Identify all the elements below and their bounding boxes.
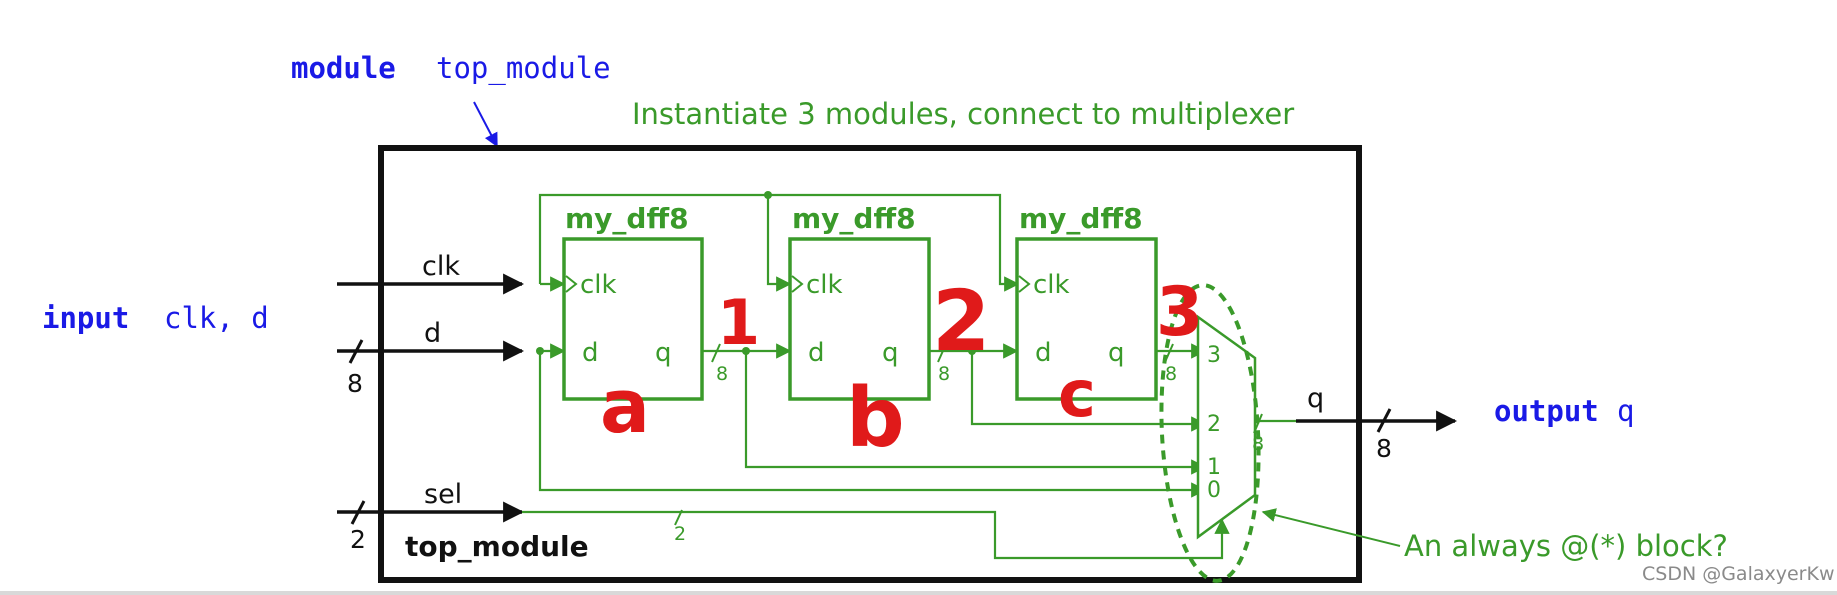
d-junction [536, 347, 544, 355]
bottom-rule [0, 591, 1837, 595]
sel-bus-width: 2 [350, 525, 366, 554]
sel-internal-width: 2 [674, 523, 686, 545]
dff-a-title: my_dff8 [565, 202, 689, 235]
dff-a-bus-width: 8 [716, 363, 728, 385]
handwritten-c: c [1058, 358, 1096, 432]
input-keyword: input [42, 301, 129, 335]
clk-bus-wire [538, 193, 1020, 292]
module-name: top_module [436, 51, 611, 86]
always-note-arrow [1261, 508, 1401, 547]
clk-to-dff-b [766, 195, 792, 292]
input-names: clk, d [164, 301, 269, 335]
dff-b: my_dff8 clk d q 8 [788, 202, 950, 401]
dff-a-q-port: q [655, 338, 672, 368]
dff-b-d-port: d [808, 338, 825, 368]
clk-wire-label: clk [422, 251, 460, 282]
sel-to-mux-wire [522, 510, 1230, 560]
instantiate-note: Instantiate 3 modules, connect to multip… [632, 97, 1294, 131]
qb-junction [968, 347, 976, 355]
dff-a-bus-slash [711, 343, 721, 363]
output-bus-slash [1376, 408, 1392, 433]
sel-bus-slash [350, 500, 366, 525]
dff-c-clk-port: clk [1033, 270, 1070, 300]
handwritten-a: a [600, 364, 650, 450]
handwritten-2: 2 [932, 272, 990, 370]
mux-input-1: 1 [1207, 455, 1221, 480]
mux-input-3: 3 [1207, 343, 1221, 368]
dff-a-clk-port: clk [580, 270, 617, 300]
d-bus-slash [348, 339, 364, 364]
always-note: An always @(*) block? [1404, 529, 1728, 563]
dff-c: my_dff8 clk d q 8 [1015, 202, 1177, 401]
d-bus-width: 8 [347, 369, 363, 398]
handwritten-annotations: 1 2 3 a b c [600, 272, 1203, 466]
dff-b-clk-port: clk [806, 270, 843, 300]
multiplexer: 3 2 1 0 8 [1196, 314, 1296, 540]
dff-c-box [1015, 237, 1158, 401]
dff-c-clock-triangle [1018, 275, 1031, 293]
dff-a-d-port: d [582, 338, 599, 368]
dff-c-q-port: q [1108, 338, 1125, 368]
dff-b-box [788, 237, 931, 401]
dff-b-bus-width: 8 [938, 363, 950, 385]
sel-internal-slash [674, 509, 683, 526]
watermark: CSDN @GalaxyerKw [1642, 563, 1835, 585]
mux-input-0: 0 [1207, 478, 1221, 503]
module-pointer-arrow [473, 101, 498, 148]
qb-to-mux-2 [970, 351, 1207, 432]
output-bus-width: 8 [1376, 434, 1392, 463]
dff-c-title: my_dff8 [1019, 202, 1143, 235]
qa-junction [742, 347, 750, 355]
top-module-box-label: top_module [405, 530, 589, 563]
handwritten-3: 3 [1156, 273, 1203, 352]
qa-to-mux-1 [744, 351, 1207, 475]
d-wire-label: d [424, 318, 441, 349]
handwritten-1: 1 [717, 286, 760, 359]
clk-junction [764, 191, 772, 199]
handwritten-b: b [846, 371, 905, 466]
mux-out-bus-slash [1253, 413, 1263, 434]
output-q-wire-label: q [1307, 383, 1324, 414]
module-keyword: module [291, 51, 396, 85]
dff-c-bus-width: 8 [1165, 363, 1177, 385]
output-keyword: output [1494, 394, 1599, 428]
dff-a: my_dff8 clk d q 8 [562, 202, 728, 401]
dff-b-bus-slash [937, 343, 947, 363]
dff-b-clock-triangle [791, 275, 804, 293]
d-to-mux-0 [538, 351, 1207, 498]
sel-wire-label: sel [424, 479, 462, 510]
always-block-ellipse [1159, 283, 1261, 583]
mux-out-width: 8 [1252, 433, 1264, 455]
mux-input-2: 2 [1207, 412, 1221, 437]
dff-a-clock-triangle [565, 275, 578, 293]
dff-c-d-port: d [1035, 338, 1052, 368]
dff-b-q-port: q [882, 338, 899, 368]
output-name: q [1617, 394, 1634, 428]
dff-a-box [562, 237, 704, 401]
top-module-frame [378, 145, 1362, 583]
dff-b-title: my_dff8 [792, 202, 916, 235]
